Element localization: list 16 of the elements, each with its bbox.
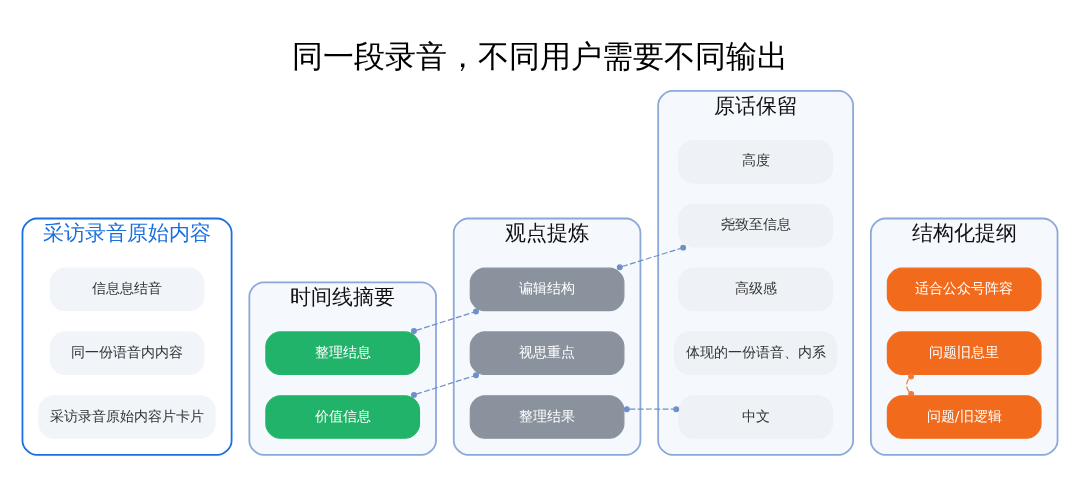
node-box: 尧致至信息 <box>678 203 834 247</box>
node-box: 谝辑结构 <box>469 267 625 311</box>
node-box: 价值信息 <box>265 394 421 439</box>
node-box: 问题旧息里 <box>886 330 1042 375</box>
node-box: 问题/旧逻辑 <box>886 394 1042 439</box>
connector <box>906 372 915 397</box>
diagram-title: 同一段录音，不同用户需要不同输出 <box>292 37 788 74</box>
node-box: 整理结果 <box>469 394 625 439</box>
node-box: 视思重点 <box>469 330 625 375</box>
connector <box>411 371 479 398</box>
node-box: 整理结息 <box>265 330 421 375</box>
node-box: 适合公众号阵容 <box>886 267 1042 311</box>
connector <box>623 405 680 412</box>
node-box: 中文 <box>678 394 834 439</box>
connector <box>411 308 479 334</box>
connector <box>616 244 687 270</box>
